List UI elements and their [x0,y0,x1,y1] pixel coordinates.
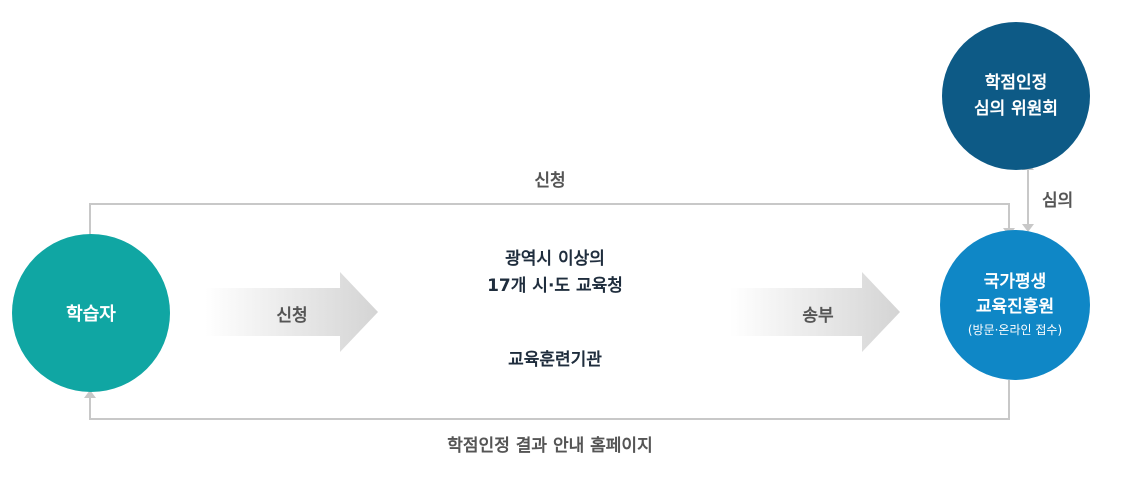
institute-node: 국가평생 교육진흥원 (방문·온라인 접수) [940,230,1090,380]
committee-node: 학점인정 심의 위원회 [942,22,1090,170]
result-label: 학점인정 결과 안내 홈페이지 [447,436,653,456]
apply-line [89,203,1010,240]
learner-node: 학습자 [12,234,170,392]
offices-line2: 17개 시·도 교육청 [487,276,623,296]
result-line [89,380,1010,420]
review-arrow-down [1022,224,1034,232]
result-line-arrowhead [84,390,96,398]
committee-label-line2: 심의 위원회 [973,99,1059,119]
apply-arrow-label: 신청 [276,306,308,326]
training-text: 교육훈련기관 [508,350,602,370]
send-block-arrow [730,272,900,352]
send-arrow-label: 송부 [802,306,834,326]
review-label: 심의 [1042,191,1074,211]
offices-text: 광역시 이상의 17개 시·도 교육청 [440,246,670,300]
apply-block-arrow [205,272,378,352]
apply-top-label: 신청 [534,171,566,191]
offices-line1: 광역시 이상의 [505,249,605,269]
institute-note: (방문·온라인 접수) [967,323,1063,337]
learner-label: 학습자 [66,304,116,325]
institute-label-line2: 교육진흥원 [975,297,1055,317]
committee-label-line1: 학점인정 [984,73,1048,93]
institute-label-line1: 국가평생 [983,272,1047,292]
